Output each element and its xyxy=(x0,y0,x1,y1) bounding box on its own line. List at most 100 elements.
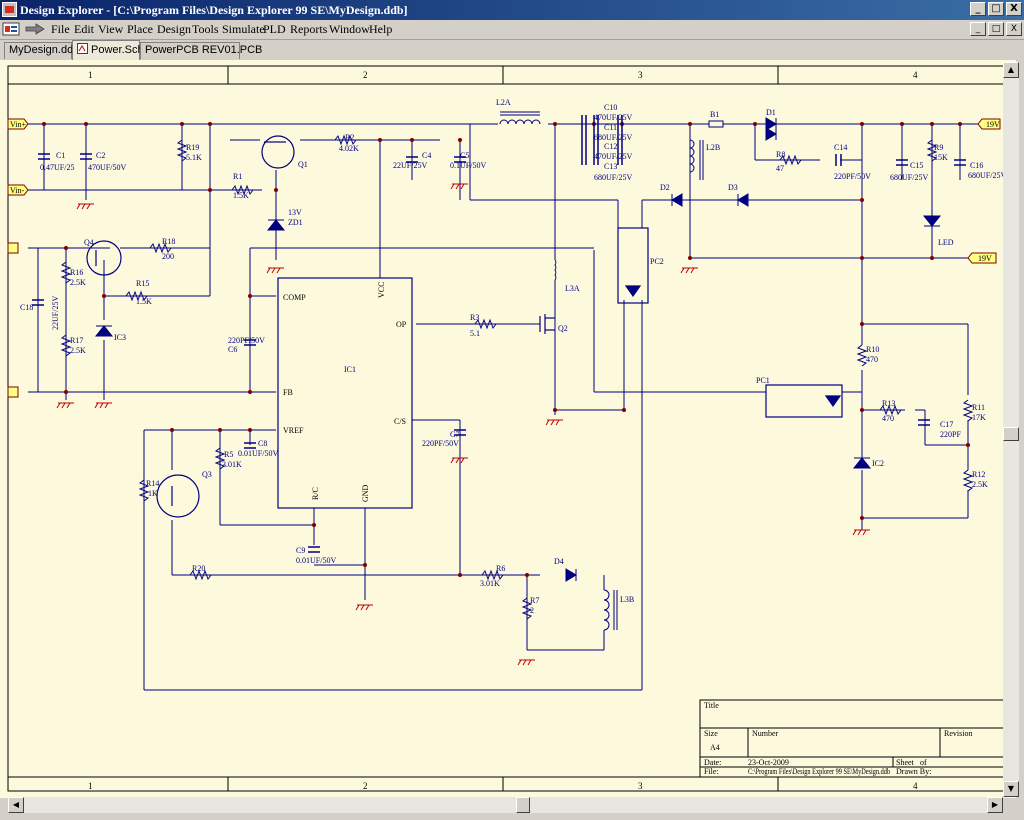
d1-ref: D1 xyxy=(766,108,776,117)
menu-window[interactable]: Window xyxy=(329,22,370,36)
vertical-scroll-thumb[interactable] xyxy=(1003,427,1019,441)
tab-label: MyDesign.ddb xyxy=(9,44,80,56)
ic1-pin-names: COMP VCC OP FB VREF C/S R/C GND xyxy=(283,282,407,502)
r16-ref: R16 xyxy=(70,268,83,277)
r12-ref: R12 xyxy=(972,470,985,479)
border-col-1: 1 xyxy=(88,70,93,80)
menu-simulate[interactable]: Simulate xyxy=(222,22,265,36)
vertical-scrollbar[interactable]: ▲ ▼ xyxy=(1003,62,1019,797)
ic1-pin-vcc: VCC xyxy=(377,282,386,298)
junctions xyxy=(42,122,970,577)
menu-tools[interactable]: Tools xyxy=(192,22,219,36)
menu-file[interactable]: File xyxy=(51,22,70,36)
c13-ref: C13 xyxy=(604,162,617,171)
ic3-ref: IC3 xyxy=(114,333,126,342)
r18-ref: R18 xyxy=(162,237,175,246)
close-button[interactable]: X xyxy=(1006,2,1022,16)
tab-power-sch[interactable]: Power.Sch xyxy=(72,40,144,60)
ports xyxy=(7,118,1001,398)
r1-value: 1.5K xyxy=(233,191,249,200)
c1-ref: C1 xyxy=(56,151,65,160)
tab-label: Power.Sch xyxy=(91,44,144,56)
tb-title-label: Title xyxy=(704,701,719,710)
r8-value: 47 xyxy=(776,164,784,173)
tb-number-label: Number xyxy=(752,729,779,738)
tab-label: PowerPCB REV01.PCB xyxy=(145,44,263,56)
c5-ref: C5 xyxy=(460,151,469,160)
c11-value: 680UF/25V xyxy=(594,133,632,142)
horizontal-scrollbar[interactable]: ◀ ▶ xyxy=(8,797,1003,813)
menu-place[interactable]: Place xyxy=(127,22,153,36)
c18-ref: C18 xyxy=(20,303,33,312)
menu-view[interactable]: View xyxy=(98,22,124,36)
menu-edit[interactable]: Edit xyxy=(74,22,94,36)
doc-minimize-button[interactable]: _ xyxy=(970,22,986,36)
title-bar: Design Explorer - [C:\Program Files\Desi… xyxy=(0,0,1024,20)
app-icon[interactable] xyxy=(2,2,17,17)
l3b-ref: L3B xyxy=(620,595,634,604)
capacitor-symbols xyxy=(32,115,966,553)
tb-size-label: Size xyxy=(704,729,718,738)
menu-help[interactable]: Help xyxy=(369,22,393,36)
menu-reports[interactable]: Reports xyxy=(290,22,328,36)
d2-ref: D2 xyxy=(660,183,670,192)
border-col-3-bottom: 3 xyxy=(638,781,643,791)
d3-ref: D3 xyxy=(728,183,738,192)
r6-ref: R6 xyxy=(496,564,505,573)
c4-value: 22UF/25V xyxy=(393,161,427,170)
document-icon[interactable] xyxy=(2,22,20,36)
tb-file-label: File: xyxy=(704,767,719,776)
c2-ref: C2 xyxy=(96,151,105,160)
menu-pld[interactable]: PLD xyxy=(263,22,286,36)
schematic-sheet[interactable]: 1 2 3 4 1 2 3 4 Title Size A4 Number Rev… xyxy=(0,60,1016,798)
r13-ref: R13 xyxy=(882,399,895,408)
ic1-pin-comp: COMP xyxy=(283,293,306,302)
ic1-pin-rc: R/C xyxy=(311,487,320,500)
c5-value: 0.1UF/50V xyxy=(450,161,486,170)
menu-design[interactable]: Design xyxy=(157,22,191,36)
ic1-pin-fb: FB xyxy=(283,388,293,397)
scroll-left-button[interactable]: ◀ xyxy=(8,797,24,813)
document-tabs: MyDesign.ddb Power.Sch PowerPCB REV01.PC… xyxy=(0,40,1024,60)
scroll-right-button[interactable]: ▶ xyxy=(987,797,1003,813)
ic1-body[interactable] xyxy=(277,277,413,509)
schematic-canvas[interactable]: 1 2 3 4 1 2 3 4 Title Size A4 Number Rev… xyxy=(0,60,1016,798)
doc-close-button[interactable]: X xyxy=(1006,22,1022,36)
q1-ref: Q1 xyxy=(298,160,308,169)
r11-ref: R11 xyxy=(972,403,985,412)
r17-ref: R17 xyxy=(70,336,83,345)
minimize-button[interactable]: _ xyxy=(970,2,986,16)
c11-ref: C11 xyxy=(604,123,617,132)
q3-ref: Q3 xyxy=(202,470,212,479)
tab-mydesign-ddb[interactable]: MyDesign.ddb xyxy=(4,42,79,59)
menu-bar: File Edit View Place Design Tools Simula… xyxy=(0,20,1024,40)
port-vin-plus: Vin+ xyxy=(10,120,27,129)
c12-ref: C12 xyxy=(604,142,617,151)
tb-of-label: of xyxy=(920,758,927,767)
scroll-down-button[interactable]: ▼ xyxy=(1003,781,1019,797)
tb-sheet-label: Sheet xyxy=(896,758,915,767)
r1-ref: R1 xyxy=(233,172,242,181)
c10-value: 470UF/25V xyxy=(594,113,632,122)
horizontal-scroll-thumb[interactable] xyxy=(516,797,530,813)
l2b-ref: L2B xyxy=(706,143,720,152)
scroll-up-button[interactable]: ▲ xyxy=(1003,62,1019,78)
r19-value: 5.1K xyxy=(186,153,202,162)
r2-ref: R2 xyxy=(345,133,354,142)
d4-ref: D4 xyxy=(554,557,564,566)
r7-value: 2 xyxy=(530,606,534,615)
r9-value: 15K xyxy=(934,153,948,162)
ic1-pin-cs: C/S xyxy=(394,417,406,426)
r10-value: 470 xyxy=(866,355,878,364)
r7-ref: R7 xyxy=(530,596,539,605)
maximize-button[interactable]: □ xyxy=(988,2,1004,16)
window-title: Design Explorer - [C:\Program Files\Desi… xyxy=(20,3,408,17)
r13-value: 470 xyxy=(882,414,894,423)
c8-ref: C8 xyxy=(258,439,267,448)
c15-value: 680UF/25V xyxy=(890,173,928,182)
r12-value: 2.5K xyxy=(972,480,988,489)
doc-restore-button[interactable]: □ xyxy=(988,22,1004,36)
arrow-right-icon[interactable] xyxy=(24,23,46,35)
tb-date-value: 23-Oct-2009 xyxy=(748,758,789,767)
tab-powerpcb[interactable]: PowerPCB REV01.PCB xyxy=(140,42,262,59)
